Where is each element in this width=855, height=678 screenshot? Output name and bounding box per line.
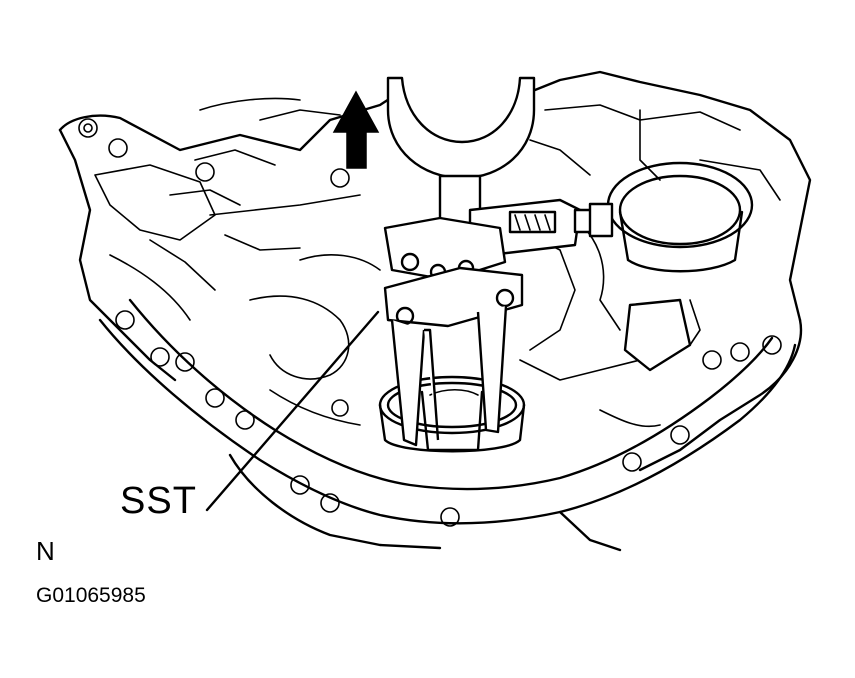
figure-code: G01065985 (36, 584, 146, 607)
pull-direction-arrow-icon (332, 90, 380, 169)
view-letter: N (36, 536, 55, 566)
bearing-bore (606, 161, 754, 273)
sst-puller-tool (383, 76, 614, 447)
sst-callout-label: SST (120, 480, 197, 522)
bearing-race (378, 375, 526, 453)
sst-leader-line (205, 310, 380, 512)
flange-bolts (78, 118, 782, 527)
